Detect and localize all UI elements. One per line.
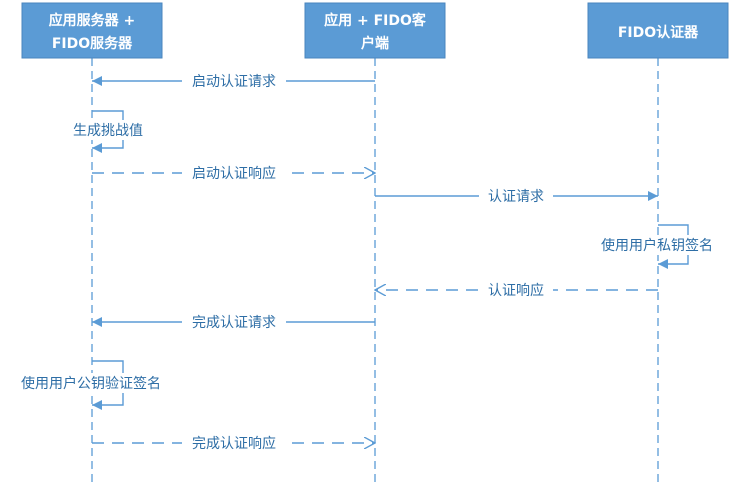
actor-server: 应用服务器 + FIDO服务器 <box>21 2 163 59</box>
message-finish-auth-response: 完成认证响应 <box>92 433 375 453</box>
actor-server-label-line1: 应用服务器 + <box>49 12 136 29</box>
message-start-auth-request: 启动认证请求 <box>92 71 375 91</box>
message-start-auth-response: 启动认证响应 <box>92 163 375 183</box>
message-generate-challenge: 生成挑战值 <box>50 110 166 153</box>
message-label: 启动认证响应 <box>192 165 276 182</box>
actor-client: 应用 + FIDO客 户端 <box>304 2 446 59</box>
message-verify-with-public-key: 使用用户公钥验证签名 <box>6 360 176 410</box>
message-label: 完成认证响应 <box>192 435 276 452</box>
actor-authenticator-label: FIDO认证器 <box>618 24 699 41</box>
message-auth-response: 认证响应 <box>375 280 658 300</box>
message-sign-with-private-key: 使用用户私钥签名 <box>588 224 728 269</box>
actor-authenticator: FIDO认证器 <box>587 2 729 59</box>
message-label: 生成挑战值 <box>73 123 143 139</box>
actor-client-label-line1: 应用 + FIDO客 <box>324 12 427 29</box>
message-label: 使用用户公钥验证签名 <box>21 375 161 392</box>
actor-client-label-line2: 户端 <box>361 35 389 52</box>
message-auth-request: 认证请求 <box>375 186 658 206</box>
message-finish-auth-request: 完成认证请求 <box>92 312 375 332</box>
message-label: 认证请求 <box>488 189 544 205</box>
message-label: 认证响应 <box>488 282 544 299</box>
message-label: 完成认证请求 <box>192 315 276 331</box>
actor-server-label-line2: FIDO服务器 <box>52 35 133 52</box>
message-label: 使用用户私钥签名 <box>601 237 713 254</box>
message-label: 启动认证请求 <box>192 74 276 90</box>
